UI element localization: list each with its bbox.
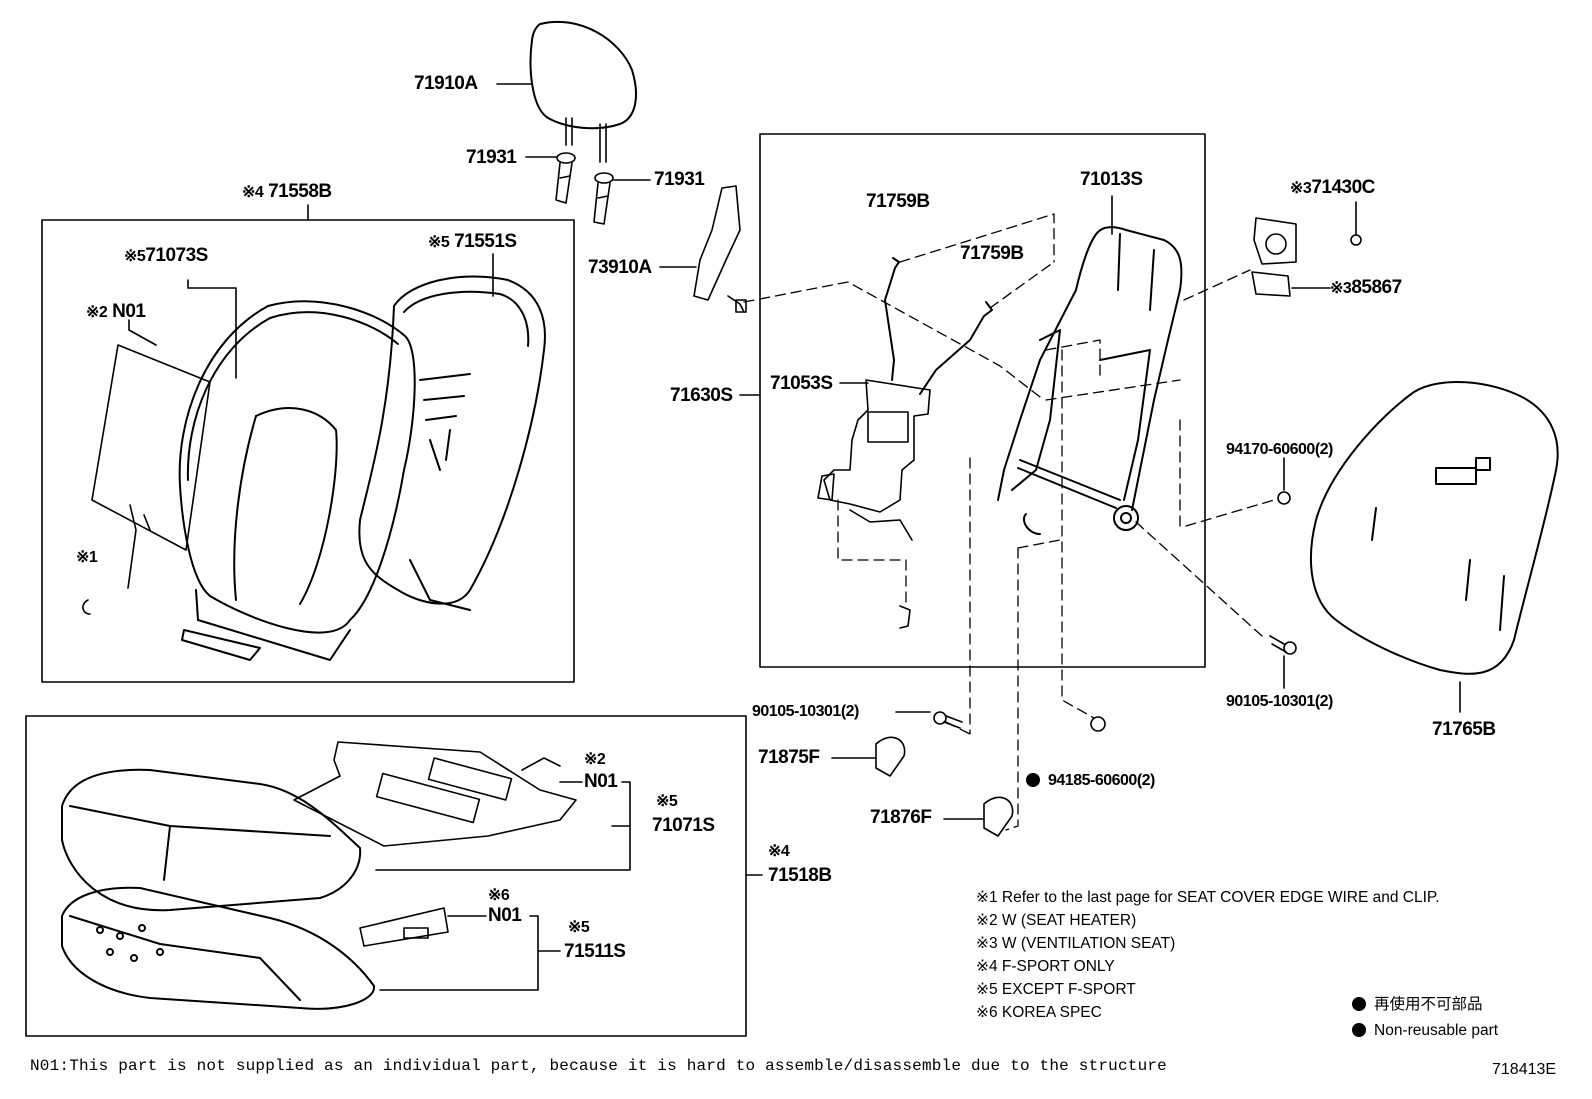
blower-drawing [1251,217,1297,297]
non-reusable-dot [1026,773,1040,787]
label-nut-b: 94185-60600(2) [1026,773,1155,789]
part-blower: 71430C [1311,177,1375,198]
headrest-support-right-drawing [593,172,614,225]
legend-dot-icon [1352,1023,1366,1037]
cushion-heater-drawing [293,741,577,847]
back-cover-leader [187,279,237,379]
label-cushion-heater: N01 [584,771,618,792]
assembly-dashed-lines [743,213,1275,831]
part-back-pad: 71551S [454,231,517,252]
bolt-right-drawing [1269,635,1297,655]
mark-cushion-assy: ※4 [768,843,790,860]
mark-blower: ※3 [1290,180,1312,197]
back-heater-wire [127,504,151,589]
label-cover-a: 71875F [758,747,820,768]
label-shield: 73910A [588,257,652,278]
cushion-cover-drawing [61,768,362,912]
note-6: ※6 KOREA SPEC [976,1004,1102,1021]
label-cushion-pad: 71511S [564,941,626,962]
headrest-support-left-drawing [555,152,576,204]
legend-dot-icon [1352,997,1366,1011]
edge-wire-clip [82,599,91,615]
cushion-pad-drawing [61,886,376,1010]
nut-b-drawing [1090,716,1106,732]
lumbar-drawing [817,379,931,629]
label-bolt-left: 90105-10301(2) [752,703,859,720]
back-pad-drawing [358,275,546,611]
back-heater-leader [128,319,157,346]
part-sensor: 85867 [1351,277,1402,298]
note-1: ※1 Refer to the last page for SEAT COVER… [976,889,1440,906]
legend-jp-text: 再使用不可部品 [1374,996,1483,1013]
back-heater-drawing [91,344,211,551]
label-sensor: ※385867 [1330,278,1402,297]
mark-back-pad: ※5 [428,234,450,251]
legend-en-text: Non-reusable part [1374,1022,1499,1039]
label-back-board: 71765B [1432,719,1496,740]
note-5: ※5 EXCEPT F-SPORT [976,981,1136,998]
mark-cushion-cover: ※5 [656,793,678,810]
mark-cushion-heater: ※2 [584,751,606,768]
note-4: ※4 F-SPORT ONLY [976,958,1115,975]
spring-wire-left [884,257,900,381]
note-3: ※3 W (VENTILATION SEAT) [976,935,1176,952]
mark-back-assy: ※4 [242,184,264,201]
part-back-cover: 71073S [145,245,208,266]
cushion-assy-box [25,715,747,1037]
label-back-heater: ※2 N01 [86,301,146,322]
nut-a-drawing [1277,491,1291,505]
label-blower: ※371430C [1290,178,1375,197]
label-edge-wire: ※1 [76,549,98,566]
mark-sensor: ※3 [1330,280,1352,297]
label-spring-wire-left: 71759B [866,191,930,212]
label-back-pad: ※5 71551S [428,232,517,251]
mark-back-heater: ※2 [86,304,108,321]
label-support-left: 71931 [466,147,517,168]
label-back-cover: ※571073S [124,246,208,265]
label-lumbar: 71053S [770,373,833,394]
back-cover-drawing [178,300,416,661]
mark-cushion-pad: ※5 [568,919,590,936]
spring-wire-right [919,301,993,395]
label-frame-assy: 71630S [670,385,733,406]
label-back-assy: ※4 71558B [242,182,332,201]
label-cushion-cover: 71071S [652,815,715,836]
label-cover-b: 71876F [870,807,932,828]
part-nut-b: 94185-60600(2) [1048,772,1155,789]
label-bolt-right: 90105-10301(2) [1226,693,1333,710]
cover-a-drawing [875,736,906,777]
label-nut-a: 94170-60600(2) [1226,441,1333,458]
footnote: N01:This part is not supplied as an indi… [30,1057,1167,1075]
legend-jp: 再使用不可部品 [1352,997,1483,1013]
cover-b-drawing [983,796,1014,837]
mark-back-cover: ※5 [124,248,146,265]
mark-cushion-vent: ※6 [488,887,510,904]
cushion-pad-leader [379,915,561,991]
part-back-assy: 71558B [268,181,332,202]
shield-drawing [693,185,747,313]
cushion-vent-drawing [359,907,449,947]
bolt-left-drawing [933,711,963,729]
back-frame-drawing [997,226,1183,535]
blower-bolt [1350,234,1362,246]
part-back-heater: N01 [112,301,146,322]
diagram-id: 718413E [1492,1061,1557,1078]
frame-assy-box [759,133,1206,668]
note-2: ※2 W (SEAT HEATER) [976,912,1137,929]
legend-en: Non-reusable part [1352,1023,1498,1039]
label-cushion-assy: 71518B [768,865,832,886]
cushion-heater-leader [375,781,631,871]
label-back-frame: 71013S [1080,169,1143,190]
back-board-drawing [1310,381,1559,675]
label-headrest: 71910A [414,73,478,94]
headrest-drawing [529,20,637,163]
label-spring-wire-right: 71759B [960,243,1024,264]
back-assy-box [41,219,575,683]
label-support-right: 71931 [654,169,705,190]
label-cushion-vent: N01 [488,905,522,926]
